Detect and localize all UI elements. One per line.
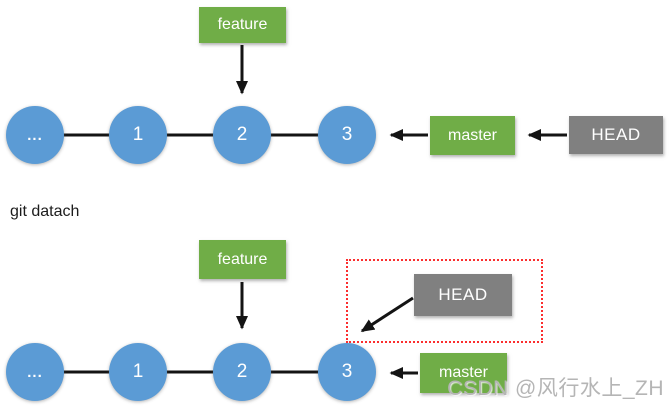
commit-node-ellipsis-bottom: ... <box>6 343 64 401</box>
commit-node-2-bottom: 2 <box>213 343 271 401</box>
feature-branch-label-bottom: feature <box>199 240 286 279</box>
commit-node-ellipsis-top: ... <box>6 106 64 164</box>
head-pointer-label-bottom: HEAD <box>414 274 512 316</box>
commit-node-2-top: 2 <box>213 106 271 164</box>
commit-node-3-bottom: 3 <box>318 343 376 401</box>
commit-node-1-top: 1 <box>109 106 167 164</box>
feature-branch-label-top: feature <box>199 7 286 43</box>
head-pointer-label-top: HEAD <box>569 116 663 154</box>
csdn-watermark: CSDN @风行水上_ZH <box>447 377 664 400</box>
commit-node-3-top: 3 <box>318 106 376 164</box>
detached-head-highlight-box <box>346 259 543 343</box>
master-branch-label-top: master <box>430 116 515 155</box>
master-branch-label-bottom: master <box>420 353 507 393</box>
caption-git-detach: git datach <box>10 203 80 220</box>
commit-node-1-bottom: 1 <box>109 343 167 401</box>
